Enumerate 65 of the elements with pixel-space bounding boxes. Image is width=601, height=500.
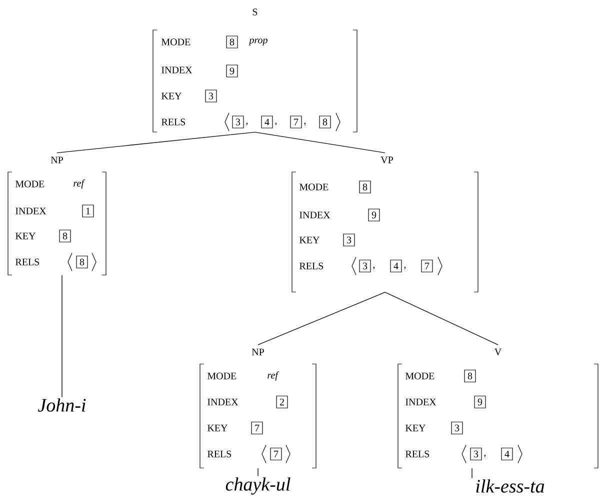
- tag-box: 7: [270, 448, 282, 460]
- tree-branch: [258, 292, 386, 346]
- tag-box: 8: [464, 370, 476, 382]
- tag-box: 8: [226, 36, 238, 48]
- tag-box: 4: [390, 260, 402, 272]
- tag-box: 7: [421, 260, 433, 272]
- tag-box: 7: [251, 422, 263, 434]
- feature-name: RELS: [300, 262, 324, 270]
- tag-box: 2: [276, 396, 288, 408]
- feature-name: RELS: [207, 450, 232, 458]
- feature-name: KEY: [406, 424, 426, 432]
- comma: ,: [404, 266, 406, 270]
- tag-box: 7: [290, 116, 302, 128]
- word: ilk-ess-ta: [476, 479, 544, 493]
- comma: ,: [275, 122, 277, 126]
- word: chayk-ul: [226, 477, 290, 495]
- comma: ,: [246, 122, 248, 126]
- feature-name: KEY: [300, 236, 320, 244]
- feature-name: MODE: [406, 372, 434, 380]
- feature-name: KEY: [15, 232, 36, 240]
- comma: ,: [304, 122, 306, 126]
- feature-name: INDEX: [208, 398, 238, 406]
- tree-branch: [254, 132, 386, 154]
- tag-box: 3: [359, 260, 371, 272]
- category-label: NP: [252, 348, 264, 356]
- comma: ,: [373, 266, 375, 270]
- tag-box: 4: [501, 448, 513, 460]
- feature-name: MODE: [161, 38, 190, 46]
- feature-name: INDEX: [300, 212, 330, 218]
- feature-name: INDEX: [162, 66, 192, 74]
- tag-box: 3: [451, 422, 463, 434]
- tag-box: 4: [261, 116, 273, 128]
- feature-value: ref: [74, 179, 86, 189]
- category-label: NP: [50, 156, 63, 164]
- feature-name: MODE: [15, 180, 44, 188]
- feature-name: MODE: [207, 372, 236, 380]
- feature-name: RELS: [161, 118, 186, 126]
- category-label: VP: [380, 156, 393, 164]
- tag-box: 9: [474, 396, 486, 408]
- tag-box: 8: [359, 180, 371, 194]
- feature-name: INDEX: [406, 398, 436, 406]
- tag-box: 1: [82, 204, 94, 218]
- comma: ,: [484, 454, 486, 458]
- feature-name: KEY: [207, 424, 228, 432]
- tag-box: 8: [59, 230, 71, 242]
- tag-box: 8: [319, 116, 331, 128]
- feature-name: RELS: [406, 450, 430, 458]
- tree-branch: [56, 132, 256, 154]
- feature-name: MODE: [300, 184, 328, 190]
- tag-box: 3: [470, 448, 482, 460]
- word: John-i: [38, 398, 86, 412]
- tag-box: 3: [205, 90, 217, 102]
- feature-name: RELS: [15, 258, 40, 266]
- feature-name: KEY: [161, 92, 182, 100]
- category-label: S: [252, 8, 258, 16]
- tag-box: 8: [76, 256, 88, 268]
- tag-box: 9: [368, 208, 380, 222]
- tag-box: 9: [226, 64, 238, 78]
- feature-value: prop: [248, 38, 268, 46]
- tree-branch: [384, 292, 498, 346]
- category-label: V: [494, 348, 502, 356]
- feature-name: INDEX: [16, 208, 46, 214]
- tag-box: 3: [232, 116, 244, 128]
- feature-value: ref: [268, 371, 280, 381]
- tag-box: 3: [343, 234, 355, 246]
